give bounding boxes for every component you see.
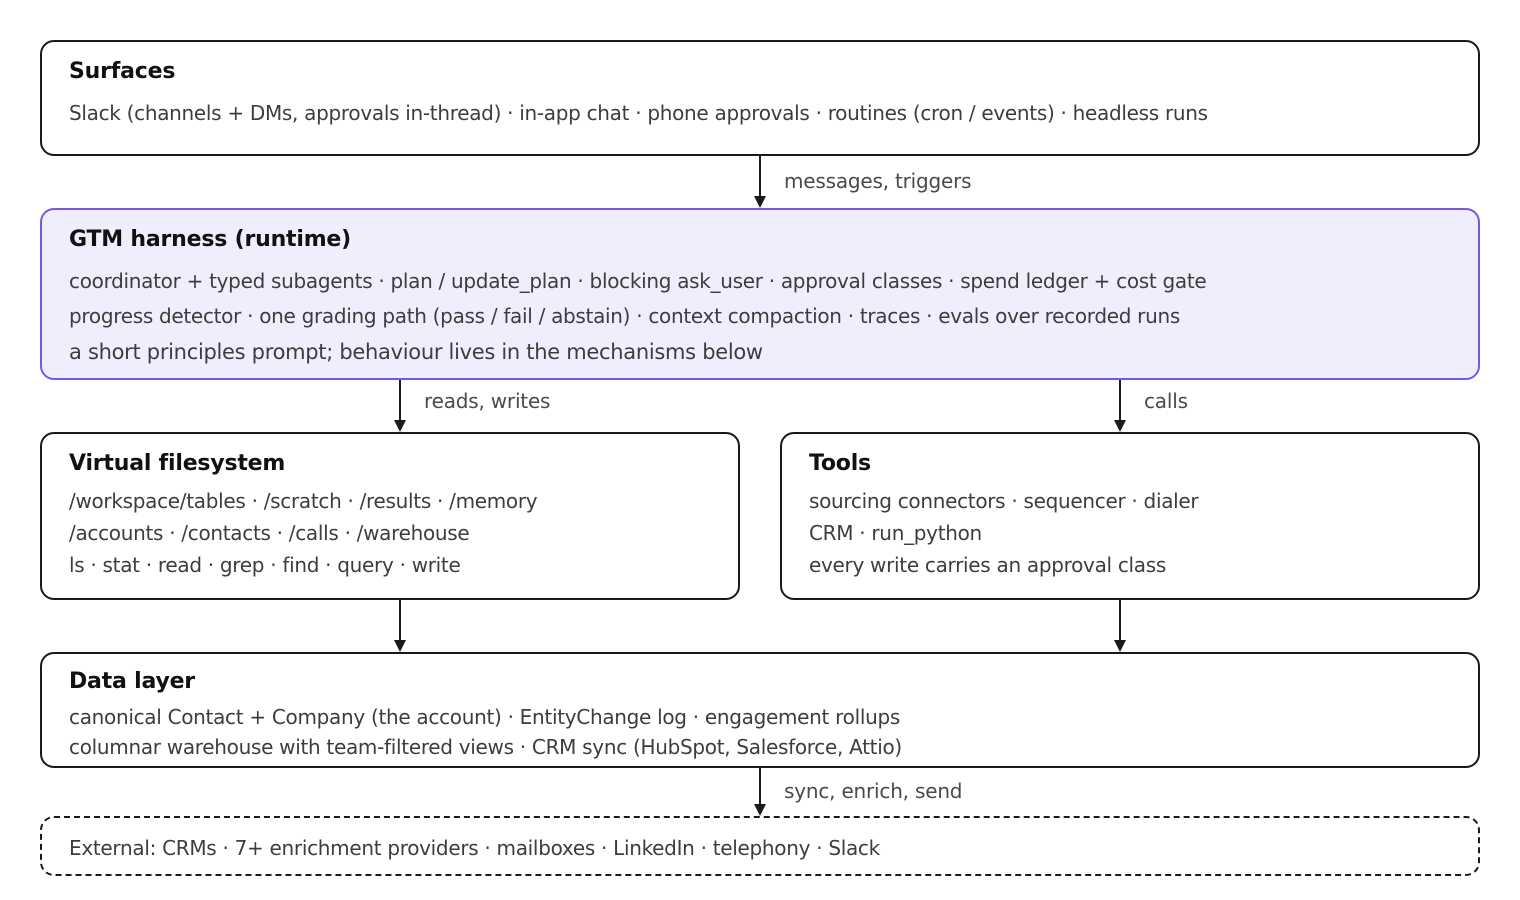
tools-line: every write carries an approval class: [809, 553, 1166, 577]
data-layer-box: Data layer canonical Contact + Company (…: [40, 652, 1480, 768]
tools-line: sourcing connectors · sequencer · dialer: [809, 489, 1199, 513]
surfaces-line: Slack (channels + DMs, approvals in-thre…: [69, 101, 1208, 125]
filesystem-line: /accounts · /contacts · /calls · /wareho…: [69, 521, 470, 545]
harness-title: GTM harness (runtime): [69, 227, 352, 252]
connector-label-reads-writes: reads, writes: [424, 389, 551, 413]
harness-line: a short principles prompt; behaviour liv…: [69, 340, 763, 364]
filesystem-line: ls · stat · read · grep · find · query ·…: [69, 553, 461, 577]
surfaces-title: Surfaces: [69, 59, 176, 84]
tools-box: Tools sourcing connectors · sequencer · …: [780, 432, 1480, 600]
data-layer-line: canonical Contact + Company (the account…: [69, 705, 900, 729]
external-box: External: CRMs · 7+ enrichment providers…: [40, 816, 1480, 876]
connector-label-messages-triggers: messages, triggers: [784, 169, 972, 193]
arrowhead: [394, 420, 406, 432]
tools-title: Tools: [809, 451, 871, 476]
data-layer-line: columnar warehouse with team-filtered vi…: [69, 735, 902, 759]
tools-line: CRM · run_python: [809, 521, 982, 545]
filesystem-title: Virtual filesystem: [69, 451, 286, 476]
filesystem-box: Virtual filesystem /workspace/tables · /…: [40, 432, 740, 600]
harness-line: progress detector · one grading path (pa…: [69, 304, 1180, 328]
external-line: External: CRMs · 7+ enrichment providers…: [69, 836, 880, 860]
arrowhead: [1114, 420, 1126, 432]
connector-label-sync-enrich-send: sync, enrich, send: [784, 779, 963, 803]
arrowhead: [754, 804, 766, 816]
arrowhead: [394, 640, 406, 652]
connector-label-calls: calls: [1144, 389, 1188, 413]
harness-line: coordinator + typed subagents · plan / u…: [69, 269, 1207, 293]
harness-box: GTM harness (runtime) coordinator + type…: [40, 208, 1480, 380]
data-layer-title: Data layer: [69, 669, 195, 694]
surfaces-box: Surfaces Slack (channels + DMs, approval…: [40, 40, 1480, 156]
filesystem-line: /workspace/tables · /scratch · /results …: [69, 489, 538, 513]
arrowhead: [1114, 640, 1126, 652]
arrowhead: [754, 196, 766, 208]
